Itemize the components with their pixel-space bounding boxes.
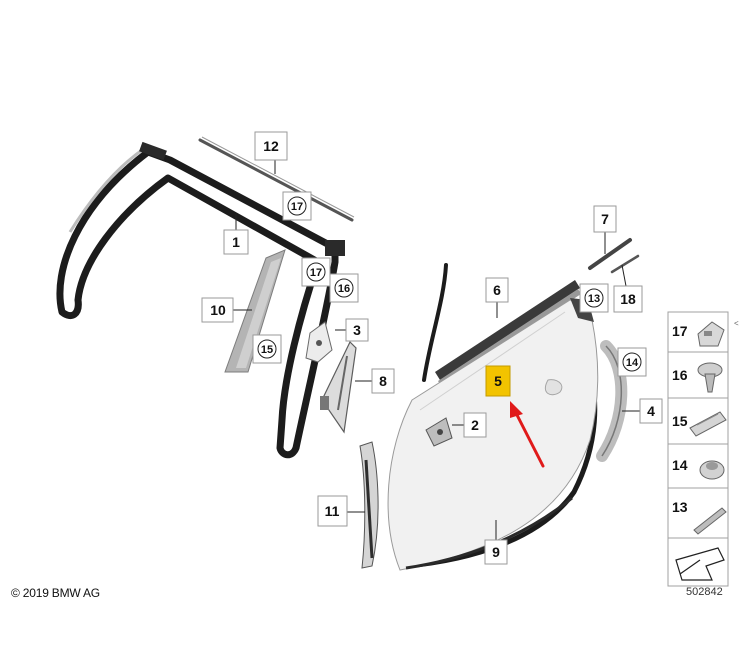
plug-icon — [699, 460, 725, 480]
legend-13-label: 13 — [672, 499, 688, 515]
screw-icon — [697, 362, 723, 393]
callout-6-label: 6 — [493, 282, 501, 298]
callout-1: 1 — [223, 229, 249, 255]
circled-callout-15: 15 — [252, 334, 282, 364]
callout-3: 3 — [345, 318, 369, 342]
circled-callout-17b: 17 — [301, 257, 331, 287]
part-12-roof-strip — [198, 136, 355, 222]
callout-9: 9 — [484, 539, 508, 565]
callout-7-label: 7 — [601, 211, 609, 227]
callout-1-label: 1 — [232, 234, 240, 250]
copyright-text: © 2019 BMW AG — [11, 586, 100, 600]
circled-callout-16: 16 — [329, 273, 359, 303]
pointer-arrow-icon — [510, 401, 545, 468]
callout-5-highlighted: 5 — [485, 365, 511, 397]
clip-icon — [689, 411, 727, 437]
circled-17a-label: 17 — [291, 201, 303, 213]
legend-14-label: 14 — [672, 457, 688, 473]
legend-17-label: 17 — [672, 323, 688, 339]
part-8-mirror-frame — [320, 340, 357, 434]
callout-10-label: 10 — [210, 302, 226, 318]
image-reference-number: 502842 — [686, 586, 723, 598]
circled-callout-17a: 17 — [282, 191, 312, 221]
legend-item-13: 13 — [672, 499, 727, 535]
legend-15-label: 15 — [672, 413, 688, 429]
legend-item-15: 15 — [672, 411, 727, 437]
part-4-rear-seal — [596, 340, 628, 462]
callout-2: 2 — [463, 412, 487, 438]
circled-16-label: 16 — [338, 283, 350, 295]
leader-lines — [233, 160, 640, 540]
part-18-strip — [610, 254, 640, 274]
callout-18: 18 — [613, 285, 643, 313]
legend-item-17: 17 — [672, 321, 725, 347]
part-10-pillar-trim — [224, 249, 286, 373]
callout-8-label: 8 — [379, 373, 387, 389]
callout-3-label: 3 — [353, 322, 361, 338]
callout-4: 4 — [639, 398, 663, 424]
rubber-seal-icon — [693, 507, 727, 535]
part-1-frame-seal — [56, 141, 345, 459]
legend-arrow-icon — [675, 547, 725, 581]
callout-18-label: 18 — [620, 291, 636, 307]
circled-17b-label: 17 — [310, 267, 322, 279]
part-7-strip — [588, 238, 632, 270]
legend-item-14: 14 — [672, 457, 725, 480]
callout-9-label: 9 — [492, 544, 500, 560]
svg-text:<: < — [734, 319, 739, 328]
fastener-legend: 17 16 15 14 13 — [667, 311, 729, 587]
circled-callout-14: 14 — [617, 347, 647, 377]
circled-15-label: 15 — [261, 344, 273, 356]
part-3-bracket — [305, 321, 333, 363]
callout-10: 10 — [201, 297, 234, 323]
circled-callout-13: 13 — [579, 283, 609, 313]
legend-item-16: 16 — [672, 362, 723, 393]
circled-14-label: 14 — [626, 357, 639, 369]
callout-2-label: 2 — [471, 417, 479, 433]
legend-16-label: 16 — [672, 367, 688, 383]
callout-11: 11 — [317, 495, 348, 527]
circled-13-label: 13 — [588, 293, 600, 305]
callout-12: 12 — [254, 131, 288, 161]
callout-8: 8 — [371, 368, 395, 394]
callout-6: 6 — [485, 277, 509, 303]
callout-11-label: 11 — [325, 503, 340, 519]
callout-7: 7 — [593, 205, 617, 233]
part-11-hinge-trim — [359, 441, 379, 569]
part-2-bracket — [425, 417, 453, 447]
callout-5-label: 5 — [494, 373, 502, 389]
callout-4-label: 4 — [647, 403, 655, 419]
callout-12-label: 12 — [263, 138, 279, 154]
